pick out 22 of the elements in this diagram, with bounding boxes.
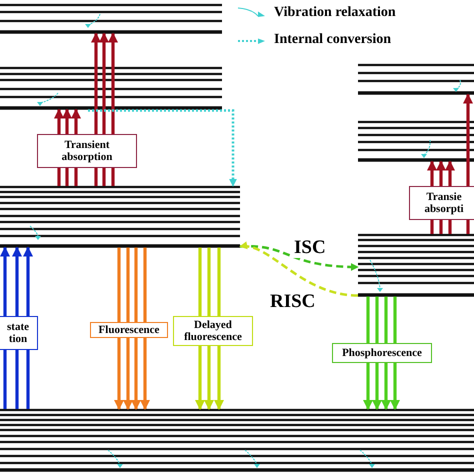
- energy-level-band: [0, 186, 240, 248]
- arrow: [122, 248, 134, 410]
- energy-level-band: [358, 64, 474, 95]
- arrow: [130, 248, 142, 410]
- edge-label: Fluorescence: [90, 322, 168, 338]
- arrow: [140, 248, 150, 410]
- edge-label: Transie absorpti: [409, 186, 474, 220]
- edge-label: Delayed fluorescence: [173, 316, 253, 346]
- energy-level-band: [0, 4, 222, 34]
- energy-level-band: [0, 408, 474, 472]
- arrow: [114, 248, 124, 410]
- edge-label: state tion: [0, 316, 38, 350]
- energy-level-band: [358, 120, 460, 162]
- legend-text: Vibration relaxation: [274, 5, 396, 21]
- dashed-arrow: [88, 109, 237, 187]
- energy-level-band: [358, 234, 474, 297]
- dashed-arrow: [240, 245, 359, 271]
- dashed-arrow: [239, 242, 358, 297]
- legend-text: Internal conversion: [274, 32, 392, 48]
- edge-label: Phosphorescence: [332, 343, 432, 363]
- edge-label: Transient absorption: [37, 134, 137, 168]
- energy-level-band: [0, 66, 88, 110]
